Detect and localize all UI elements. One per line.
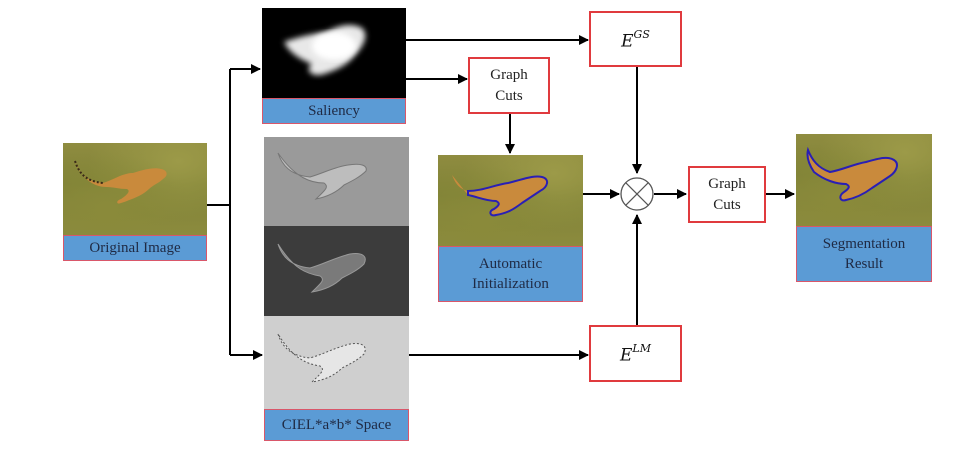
saliency-label-text: Saliency (308, 103, 360, 119)
graph-cuts-1-line1: Graph (490, 66, 528, 83)
energy-gs-term: EGS (621, 26, 650, 53)
energy-gs-box: EGS (589, 11, 682, 67)
energy-lm-base: E (620, 345, 633, 366)
original-image (63, 143, 207, 235)
auto-init-image (438, 155, 583, 246)
energy-lm-superscript: LM (632, 342, 651, 356)
segmentation-line1: Segmentation (822, 236, 906, 252)
energy-gs-superscript: GS (633, 27, 650, 41)
energy-lm-box: ELM (589, 325, 682, 382)
auto-init-line2: Initialization (472, 276, 549, 292)
original-image-label: Original Image (63, 235, 207, 261)
cheetah-a-channel (277, 243, 366, 293)
cielab-label: CIEL*a*b* Space (264, 409, 409, 441)
energy-lm-term: ELM (620, 340, 651, 367)
graph-cuts-2-line2: Cuts (713, 196, 741, 213)
graph-cuts-1-line2: Cuts (495, 87, 523, 104)
cheetah-l-channel (277, 152, 367, 200)
cheetah-figure (74, 160, 167, 204)
energy-gs-base: E (621, 31, 634, 52)
combine-node (620, 177, 654, 211)
graph-cuts-box-2: Graph Cuts (688, 166, 766, 223)
lab-channel-a (264, 226, 409, 316)
segmentation-image (796, 134, 932, 226)
segmentation-label: Segmentation Result (796, 226, 932, 282)
saliency-map (284, 25, 366, 76)
original-image-label-text: Original Image (89, 240, 181, 256)
cielab-label-text: CIEL*a*b* Space (281, 417, 392, 433)
saliency-label: Saliency (262, 98, 406, 124)
lab-channel-l (264, 137, 409, 226)
segmentation-line2: Result (844, 256, 884, 272)
cheetah-contour-init (452, 175, 548, 217)
cheetah-contour-final (806, 146, 898, 202)
lab-channel-b (264, 316, 409, 409)
graph-cuts-box-1: Graph Cuts (468, 57, 550, 114)
graph-cuts-2-line1: Graph (708, 175, 746, 192)
cheetah-b-channel (277, 333, 366, 383)
auto-init-label: Automatic Initialization (438, 246, 583, 302)
auto-init-line1: Automatic (478, 256, 543, 272)
saliency-image (262, 8, 406, 98)
